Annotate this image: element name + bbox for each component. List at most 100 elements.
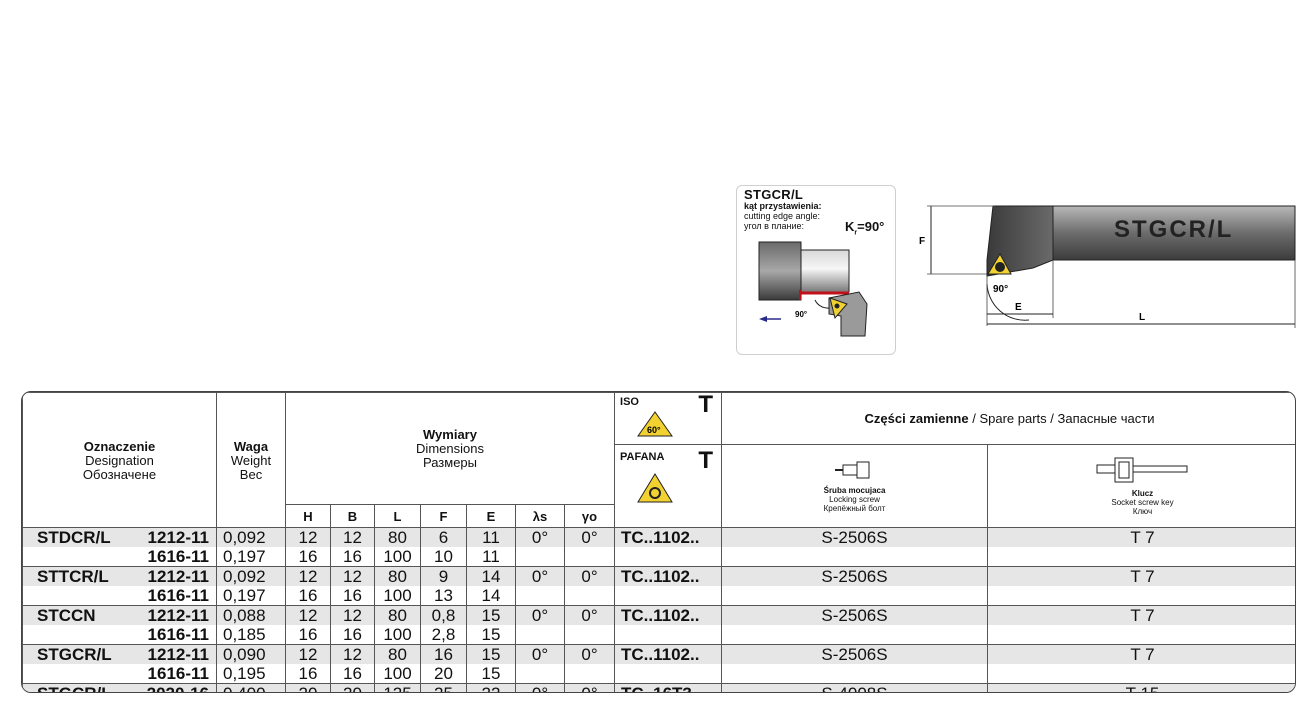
cell-L: 100 [374,664,421,684]
cell-E: 14 [466,566,516,586]
cell-E: 15 [466,605,516,625]
cell-ls: 0° [515,683,565,692]
cell-F: 20 [420,664,467,684]
cell-F: 6 [420,527,467,547]
cell-go [563,586,616,606]
inset-line-en: cutting edge angle: [744,211,821,221]
tool-holder-drawing: F 90° E L [919,205,1296,328]
col-h: H [285,504,331,528]
cell-E: 11 [466,527,516,547]
cell-H: 16 [285,586,331,606]
cell-L: 80 [374,566,421,586]
cell-go [563,664,616,684]
dimensions-header: Wymiary Dimensions Размеры [284,392,616,505]
kr-angle-label: Kr=90° [845,219,885,237]
cell-L: 100 [374,586,421,606]
dim-e-label: E [1015,302,1022,313]
cell-screw: S-2506S [721,527,989,547]
cell-insert [614,664,723,684]
dim-l-label: L [1139,312,1145,323]
col-gamma: γo [563,504,616,528]
cell-weight: 0,195 [216,664,286,684]
cell-E: 15 [466,644,516,664]
cell-H: 12 [285,644,331,664]
cell-E: 22 [466,683,516,692]
cell-key [987,547,1295,567]
cell-H: 16 [285,625,331,645]
col-lambda: λs [515,504,565,528]
socket-key-icon [1096,457,1188,483]
cell-F: 0,8 [420,605,467,625]
cell-F: 9 [420,566,467,586]
cell-key [987,625,1295,645]
cell-E: 11 [466,547,516,567]
pafana-insert-header: PAFANA T [614,444,723,528]
cell-H: 16 [285,664,331,684]
cell-screw [721,586,989,606]
cell-screw: S-2506S [721,566,989,586]
cell-screw [721,625,989,645]
cell-B: 12 [330,644,375,664]
cell-ls: 0° [515,605,565,625]
cell-go: 0° [563,566,616,586]
cell-E: 15 [466,664,516,684]
cell-ls [515,586,565,606]
designation-cell: 1616-11 [22,586,217,606]
cell-insert [614,625,723,645]
tool-name-label: STGCR/L [1114,216,1234,243]
cell-B: 16 [330,664,375,684]
weight-header: Waga Weight Вес [216,392,286,528]
designation-header: Oznaczenie Designation Обозначене [22,392,217,528]
cell-screw: S-2506S [721,605,989,625]
cell-weight: 0,092 [216,566,286,586]
cell-key: T 7 [987,566,1295,586]
cell-H: 12 [285,605,331,625]
cell-ls [515,625,565,645]
inset-line-pl: kąt przystawienia: [744,201,822,211]
screw-header: Śruba mocujaca Locking screw Крепёжный б… [721,444,989,528]
cell-insert: TC..16T3.. [614,683,723,692]
cell-L: 80 [374,644,421,664]
inset-title: STGCR/L [744,187,804,202]
cell-F: 13 [420,586,467,606]
cell-screw: S-2506S [721,644,989,664]
cell-L: 80 [374,527,421,547]
cell-ls: 0° [515,527,565,547]
cell-weight: 0,090 [216,644,286,664]
designation-cell: 1616-11 [22,547,217,567]
cell-screw [721,664,989,684]
cell-screw [721,547,989,567]
cell-B: 12 [330,527,375,547]
dim-f-label: F [919,236,925,247]
cell-key: T 7 [987,605,1295,625]
cell-F: 16 [420,644,467,664]
cell-insert: TC..1102.. [614,527,723,547]
cell-L: 100 [374,547,421,567]
cell-weight: 0,088 [216,605,286,625]
cell-ls [515,547,565,567]
cell-weight: 0,400 [216,683,286,692]
cell-B: 20 [330,683,375,692]
cell-B: 16 [330,586,375,606]
cell-key: T 7 [987,527,1295,547]
cell-key: T 7 [987,644,1295,664]
col-l: L [374,504,421,528]
cell-B: 12 [330,566,375,586]
cell-H: 12 [285,566,331,586]
cell-go [563,625,616,645]
cell-H: 20 [285,683,331,692]
cell-H: 16 [285,547,331,567]
dim-angle-label: 90° [993,284,1008,295]
cell-weight: 0,092 [216,527,286,547]
cell-B: 12 [330,605,375,625]
cell-weight: 0,185 [216,625,286,645]
cell-ls: 0° [515,566,565,586]
